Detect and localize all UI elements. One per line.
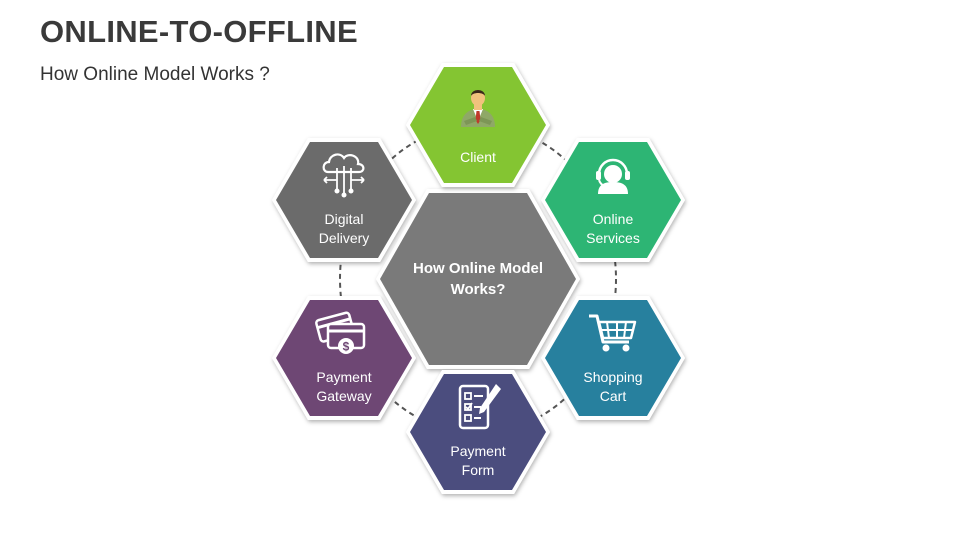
cloud-network-icon [322,153,365,198]
svg-text:$: $ [343,340,350,354]
page-subtitle: How Online Model Works ? [40,64,270,85]
hexagon-client: Client [406,63,550,187]
person-icon [461,90,495,127]
payment-card-icon: $ [315,311,366,354]
cart-icon [589,314,637,352]
headset-icon [596,158,630,194]
hexagon-label: Client [460,149,496,165]
form-icon [458,384,501,430]
page-title: ONLINE-TO-OFFLINE [40,14,358,49]
